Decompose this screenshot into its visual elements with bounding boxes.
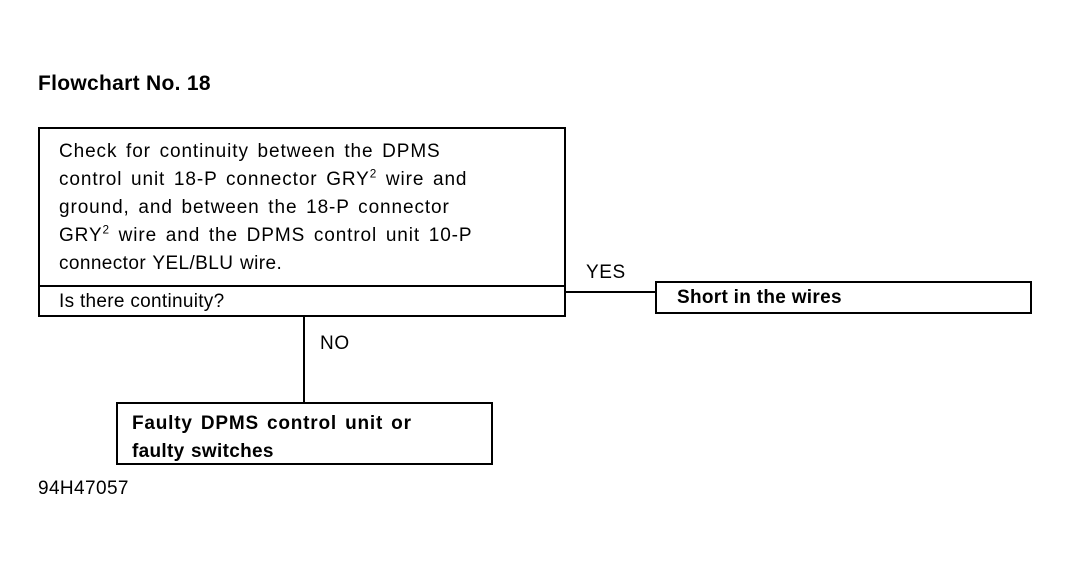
decision-body-line-3: ground, and between the 18-P connector xyxy=(59,197,450,218)
outcome-label-short-in-wires: Short in the wires xyxy=(677,286,842,308)
decision-box-body: Check for continuity between the DPMS co… xyxy=(40,129,564,284)
no-connector-line xyxy=(303,316,305,404)
outcome-box-faulty-unit: Faulty DPMS control unit or faulty switc… xyxy=(116,402,493,465)
decision-box-divider xyxy=(40,285,564,287)
no-branch-label: NO xyxy=(320,333,350,354)
decision-body-line-1: Check for continuity between the DPMS xyxy=(59,141,441,162)
outcome-faulty-line-2: faulty switches xyxy=(132,441,274,462)
yes-connector-line xyxy=(566,291,657,293)
outcome-faulty-line-1: Faulty DPMS control unit or xyxy=(132,413,412,434)
decision-body-line-5: connector YEL/BLU wire. xyxy=(59,253,283,274)
page-title: Flowchart No. 18 xyxy=(38,72,211,95)
decision-body-line-4: GRY2 wire and the DPMS control unit 10-P xyxy=(59,223,473,246)
figure-code: 94H47057 xyxy=(38,478,129,499)
decision-body-line-2: control unit 18-P connector GRY2 wire an… xyxy=(59,167,468,190)
decision-question: Is there continuity? xyxy=(59,291,225,312)
yes-branch-label: YES xyxy=(586,262,626,283)
decision-box: Check for continuity between the DPMS co… xyxy=(38,127,566,317)
outcome-label-faulty-unit: Faulty DPMS control unit or faulty switc… xyxy=(132,410,481,466)
outcome-box-short-in-wires: Short in the wires xyxy=(655,281,1032,314)
